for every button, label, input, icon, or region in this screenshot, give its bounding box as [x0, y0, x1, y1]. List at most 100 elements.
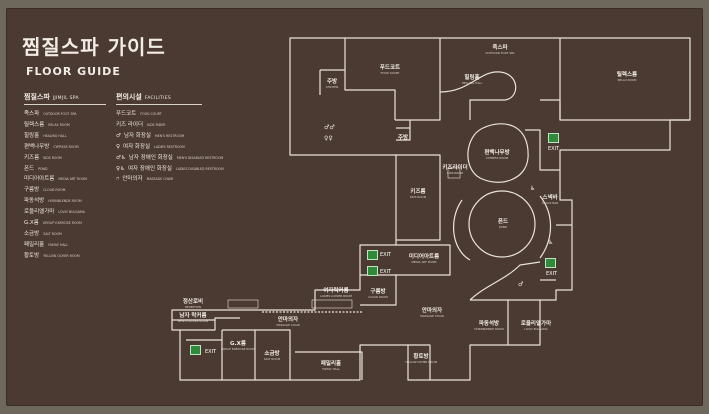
room-name: 남자 락커룸 [179, 313, 207, 319]
legend-spa-item-label: 소금방 [24, 230, 40, 237]
legend-spa-item-label: G.X룸 [24, 220, 39, 226]
locker-block-1 [227, 299, 259, 309]
man-icon: ♂♂ [324, 124, 335, 131]
room-name-english: OUTDOOR FOOT SPA [485, 50, 515, 55]
room-name-english: LOVLY BULGAMA [524, 326, 548, 331]
room-name-english: SNACK BAR [541, 200, 559, 205]
exit-sign-west [190, 345, 201, 355]
legend-spa-item-label: 편백나무방 [24, 143, 50, 150]
exit-sign-east [548, 133, 559, 143]
legend-spa-item-english: RELAX ROOM [48, 122, 70, 127]
legend-spa-item-label: 힐링홀 [24, 132, 40, 139]
room-name: 황토방 [413, 354, 429, 360]
exit-label-media-2: EXIT [380, 269, 392, 275]
wall-gx [221, 329, 256, 380]
kids-rider-block [447, 167, 461, 179]
legend-facilities-item-label: 여자 장애인 화장실 [127, 165, 172, 172]
wall-relax-2 [540, 99, 561, 120]
room-name: 릴렉스룸 [616, 72, 638, 78]
legend-facilities-item-english: LADIES RESTROOM [154, 144, 185, 149]
legend-facilities-heading-en: FACILITIES [144, 96, 172, 101]
legend-spa-item-label: 폰드 [24, 165, 35, 172]
legend-facilities-item-english: MEN'S DISABLED RESTROOM [176, 155, 224, 160]
page-title: 찜질스파 가이드 [22, 35, 166, 59]
legend-spa-item-english: MEDIA ART ROOM [58, 177, 87, 182]
exit-label-west: EXIT [205, 349, 217, 355]
legend-spa-item-english: KIDS ROOM [43, 155, 62, 160]
exit-label-media: EXIT [380, 252, 392, 258]
room-name: 주방 [326, 79, 338, 85]
wall-salt [255, 329, 291, 380]
room-name-english: MEDIA ART ROOM [411, 259, 437, 264]
wall-kitchen [395, 38, 441, 121]
legend-spa-item-english: YELLOW OCHER ROOM [43, 253, 80, 258]
room-name-english: GROUP EXERCISE ROOM [220, 346, 256, 351]
wall-cloud [360, 274, 397, 306]
wall-cypress-side [525, 129, 560, 171]
legend-spa-item-english: LOVLY BULGAMA [58, 210, 85, 215]
room-name: 힐링홀 [464, 75, 480, 81]
wall-cypress [467, 123, 529, 183]
room-name: 족스파 [492, 45, 508, 51]
legend-spa-item-label: 황토방 [24, 252, 40, 259]
room-name: 안마의자 [421, 308, 443, 314]
room-name-english: CYPRESS ROOM [485, 155, 509, 160]
legend-spa-item-label: 구름방 [24, 187, 40, 194]
pond-walk [453, 195, 552, 261]
room-name: 편백나무방 [484, 150, 510, 156]
legend-facilities-item-english: FOOD COURT [140, 112, 162, 116]
room-name-english: FAMILY HALL [322, 366, 340, 371]
outer-wall [171, 37, 691, 381]
disabled-icon: ♿ [530, 185, 536, 192]
room-name: 안마의자 [277, 317, 299, 323]
wall-foodcourt-2 [319, 69, 345, 95]
legend-facilities-item-label: 키즈 라이더 [116, 121, 144, 128]
legend-spa-item-label: 릴렉스룸 [24, 121, 45, 128]
room-name: 미디어아트룸 [408, 254, 440, 260]
room-name: 푸드코트 [379, 65, 401, 71]
legend-spa-item-english: CYPRESS ROOM [53, 144, 79, 149]
legend-spa-item-label: 패밀리홀 [24, 241, 45, 248]
room-name: 키즈룸 [410, 189, 426, 195]
room-name: 패밀리홀 [320, 361, 342, 367]
legend-spa-heading-en: JJIMJIL SPA [52, 96, 79, 101]
room-name-english: LADIES LOCKER ROOM [320, 293, 352, 298]
exit-sign-media-2 [367, 266, 378, 276]
legend-facilities-item-english: LADIES DISABLED RESTROOM [175, 166, 224, 171]
legend-facilities-item-label: 푸드코트 [116, 111, 137, 117]
legend-spa-divider [24, 104, 106, 105]
legend-spa-item-english: FAMILY HALL [48, 242, 69, 247]
pond-ring [468, 190, 536, 258]
wall-south-curve [469, 261, 541, 301]
exit-label-east: EXIT [548, 146, 560, 152]
room-name-english: HORNBLENDE ROOM [474, 326, 504, 331]
